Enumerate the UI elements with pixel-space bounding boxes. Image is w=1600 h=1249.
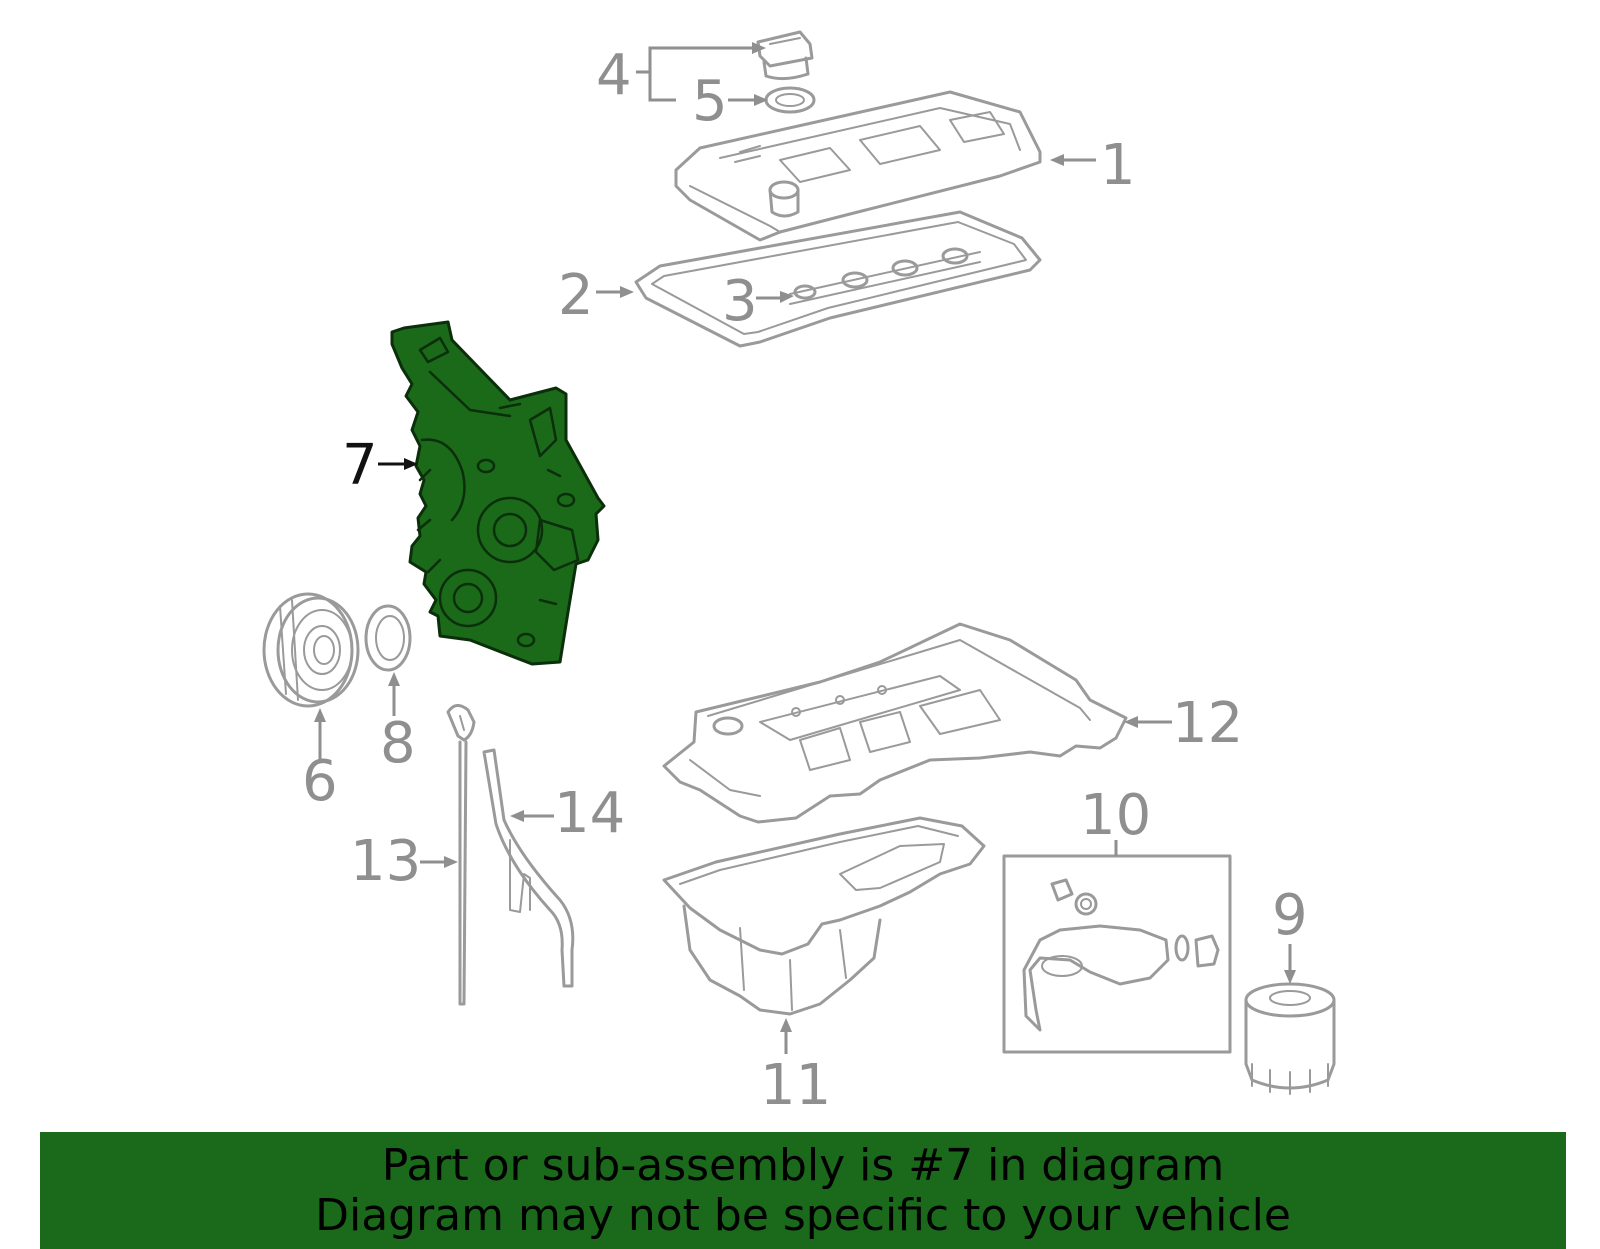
callout-10[interactable]: 10: [1080, 783, 1151, 848]
callout-14[interactable]: 14: [554, 781, 625, 846]
part-11-oil-pan[interactable]: [662, 816, 986, 1016]
part-3-spark-plug-tube-gasket[interactable]: [789, 247, 981, 305]
part-2-head-cover-gasket[interactable]: [634, 210, 1042, 348]
callout-8[interactable]: 8: [380, 711, 416, 776]
part-10-oil-filter-bracket[interactable]: [1002, 854, 1232, 1054]
part-14-dipstick-guide[interactable]: [482, 748, 575, 988]
callout-7[interactable]: 7: [342, 433, 378, 498]
callout-2[interactable]: 2: [558, 263, 594, 328]
callout-5[interactable]: 5: [692, 69, 728, 134]
part-6-crankshaft-pulley[interactable]: [262, 592, 360, 708]
part-4-oil-filler-cap[interactable]: [756, 30, 814, 81]
part-5-filler-cap-gasket[interactable]: [764, 86, 816, 114]
part-8-crankshaft-oil-seal[interactable]: [364, 604, 412, 672]
callout-labels: 4 5 1 2 3 7 12 8 6 14 10 13 9 11: [302, 43, 1308, 1118]
callout-6[interactable]: 6: [302, 749, 338, 814]
callout-3[interactable]: 3: [722, 269, 758, 334]
part-7-timing-chain-cover[interactable]: [390, 320, 606, 666]
info-banner: Part or sub-assembly is #7 in diagram Di…: [40, 1132, 1566, 1249]
callout-4[interactable]: 4: [596, 43, 632, 108]
callout-13[interactable]: 13: [350, 829, 421, 894]
part-9-oil-filter[interactable]: [1244, 982, 1336, 1095]
part-12-oil-pan-upper[interactable]: [662, 622, 1128, 824]
part-1-cylinder-head-cover[interactable]: [674, 90, 1042, 242]
banner-line-disclaimer: Diagram may not be specific to your vehi…: [315, 1189, 1291, 1241]
callout-12[interactable]: 12: [1172, 691, 1243, 756]
callout-11[interactable]: 11: [760, 1053, 831, 1118]
callout-1[interactable]: 1: [1100, 133, 1136, 198]
part-13-oil-level-dipstick[interactable]: [446, 704, 476, 1006]
banner-line-part: Part or sub-assembly is #7 in diagram: [381, 1139, 1225, 1191]
leader-lines: [314, 42, 1296, 1054]
callout-9[interactable]: 9: [1272, 883, 1308, 948]
